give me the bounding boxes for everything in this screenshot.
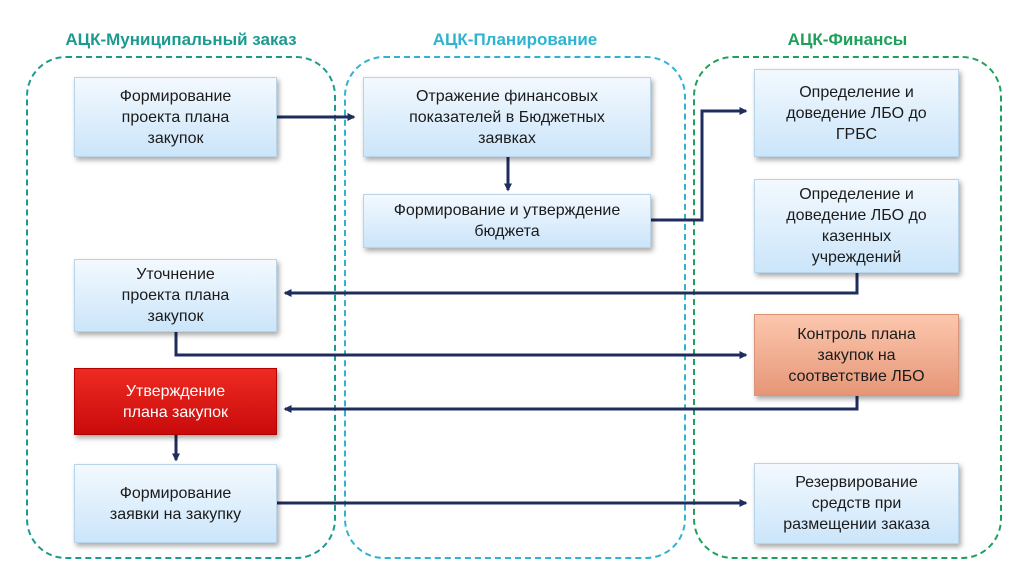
box-form-plan[interactable]: Формирование проекта плана закупок <box>74 77 277 157</box>
lane-planning <box>344 56 686 559</box>
box-approve-plan[interactable]: Утверждение плана закупок <box>74 368 277 435</box>
lane-title-finance: АЦК-Финансы <box>787 30 908 49</box>
lane-municipal <box>26 56 336 559</box>
box-budget[interactable]: Формирование и утверждение бюджета <box>363 194 651 248</box>
arrow-lbo-institutions-to-refine <box>283 273 859 297</box>
box-lbo-institutions[interactable]: Определение и доведение ЛБО до казенных … <box>754 179 959 273</box>
arrow-refine-to-control <box>174 332 748 359</box>
box-form-request[interactable]: Формирование заявки на закупку <box>74 464 277 543</box>
lane-finance <box>693 56 1002 559</box>
box-refine-plan[interactable]: Уточнение проекта плана закупок <box>74 259 277 332</box>
box-lbo-grbs[interactable]: Определение и доведение ЛБО до ГРБС <box>754 69 959 157</box>
lane-title-municipal: АЦК-Муниципальный заказ <box>65 30 297 49</box>
lane-title-planning: АЦК-Планирование <box>432 30 598 49</box>
arrow-budget-to-lbo-grbs <box>651 107 748 222</box>
box-reserve[interactable]: Резервирование средств при размещении за… <box>754 463 959 544</box>
arrow-control-to-approve <box>283 396 859 413</box>
box-fin-indicators[interactable]: Отражение финансовых показателей в Бюдже… <box>363 77 651 157</box>
box-control-plan[interactable]: Контроль плана закупок на соответствие Л… <box>754 314 959 396</box>
